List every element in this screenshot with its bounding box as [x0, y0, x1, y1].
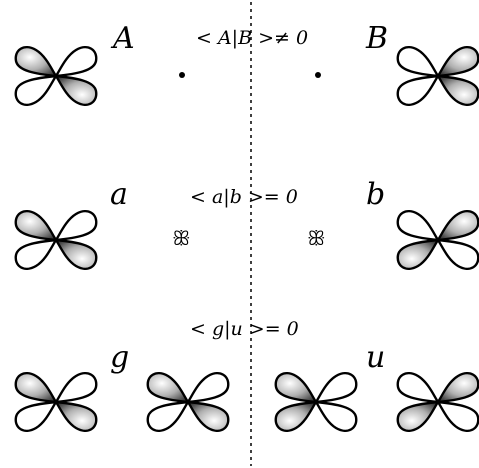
orbital-u-2: [396, 372, 479, 432]
orbital-lobe: [14, 210, 58, 242]
orbital-lobe: [396, 372, 440, 404]
orbital-lobe: [314, 400, 358, 432]
orbital-lobe: [436, 238, 479, 270]
orbital-g-2: [146, 372, 230, 432]
orbital-lobe: [396, 400, 440, 432]
orbital-lobe: [54, 372, 98, 404]
equation-gu: < g|u >= 0: [190, 318, 299, 340]
orbital-lobe: [14, 372, 58, 404]
orbital-lobe: [54, 210, 98, 242]
orbital-lobe: [436, 400, 479, 432]
orbital-lobe: [54, 74, 98, 106]
orbital-lobe: [396, 46, 440, 78]
orbital-lobe: [274, 400, 318, 432]
orbital-A: [14, 46, 98, 106]
orbital-lobe: [314, 372, 358, 404]
label-a: a: [110, 177, 128, 212]
orbital-lobe: [436, 372, 479, 404]
orbital-lobe: [54, 46, 98, 78]
atom-center-right: [315, 72, 321, 78]
orbital-lobe: [14, 46, 58, 78]
orbital-lobe: [436, 74, 479, 106]
orbital-lobe: [146, 400, 190, 432]
orbital-lobe: [146, 372, 190, 404]
orbital-B: [396, 46, 479, 106]
orbital-lobe: [396, 74, 440, 106]
orbital-lobe: [396, 238, 440, 270]
orbital-b: [396, 210, 479, 270]
orbital-lobe: [14, 74, 58, 106]
orbital-lobe: [436, 210, 479, 242]
label-b: b: [366, 177, 386, 212]
orbital-lobe: [186, 372, 230, 404]
orbital-u-1: [274, 372, 358, 432]
label-A: A: [113, 21, 135, 56]
equation-ab: < a|b >= 0: [190, 186, 298, 208]
orbital-lobe: [186, 400, 230, 432]
orbital-lobe: [14, 238, 58, 270]
label-u: u: [366, 340, 386, 375]
equation-AB: < A|B >≠ 0: [196, 27, 309, 49]
label-g: g: [110, 340, 130, 375]
orbital-lobe: [436, 46, 479, 78]
orbital-g-1: [14, 372, 98, 432]
label-B: B: [366, 21, 389, 56]
small-orbital-right: ꕥ: [307, 226, 326, 250]
orbital-lobe: [54, 400, 98, 432]
orbital-lobe: [14, 400, 58, 432]
orbital-lobe: [274, 372, 318, 404]
orbital-lobe: [396, 210, 440, 242]
atom-center-left: [179, 72, 185, 78]
orbital-lobe: [54, 238, 98, 270]
orbital-a: [14, 210, 98, 270]
small-orbital-left: ꕥ: [172, 226, 191, 250]
